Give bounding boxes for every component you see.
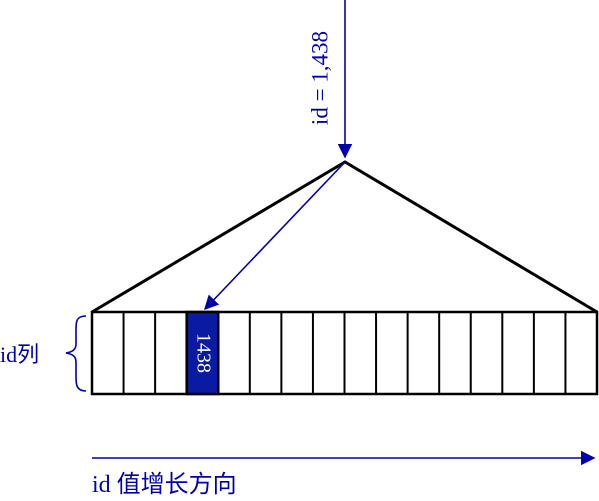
pointer-arrow bbox=[204, 161, 346, 311]
leaf-row: 1438 bbox=[90, 310, 599, 396]
highlighted-cell bbox=[185, 310, 220, 396]
direction-label: id 值增长方向 bbox=[92, 471, 237, 498]
search-label: id = 1,438 bbox=[307, 31, 332, 125]
tree-triangle bbox=[91, 160, 598, 314]
column-brace bbox=[65, 315, 87, 392]
highlighted-cell-value: 1438 bbox=[192, 333, 214, 373]
column-label: id列 bbox=[0, 342, 39, 367]
